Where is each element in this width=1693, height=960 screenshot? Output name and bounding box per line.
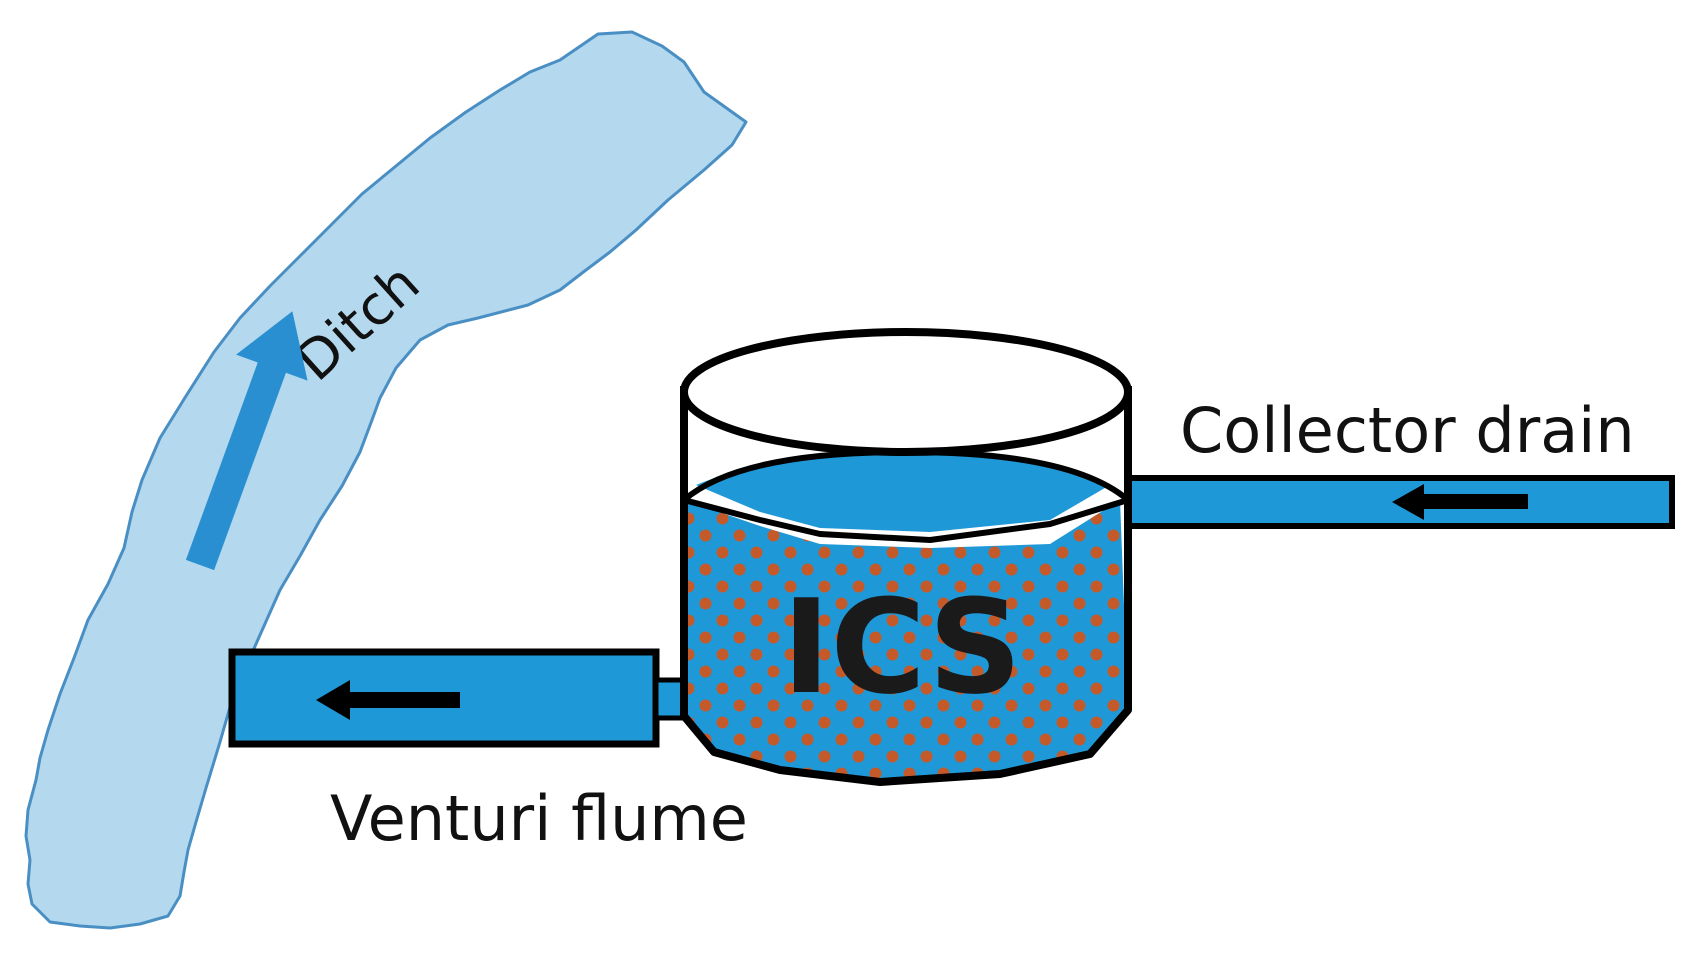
venturi-flume: Venturi flume [228,648,748,855]
ics-tank-outline [680,386,1132,786]
ics-label: ICS [782,571,1022,723]
flow-arrow-icon [185,311,308,571]
ditch-shape [24,30,748,930]
ics-filled-body [684,500,1128,782]
collector-drain: Collector drain [1125,394,1675,529]
ics-tank-top [680,328,1132,456]
ics-water-surface [696,450,1110,532]
ics-tank: ICS [680,328,1132,786]
outlet-connector [653,677,687,721]
flow-arrow-icon [1392,484,1528,520]
collector-drain-label: Collector drain [1180,394,1635,467]
flow-arrow-icon [316,680,460,720]
venturi-flume-label: Venturi flume [330,782,748,855]
